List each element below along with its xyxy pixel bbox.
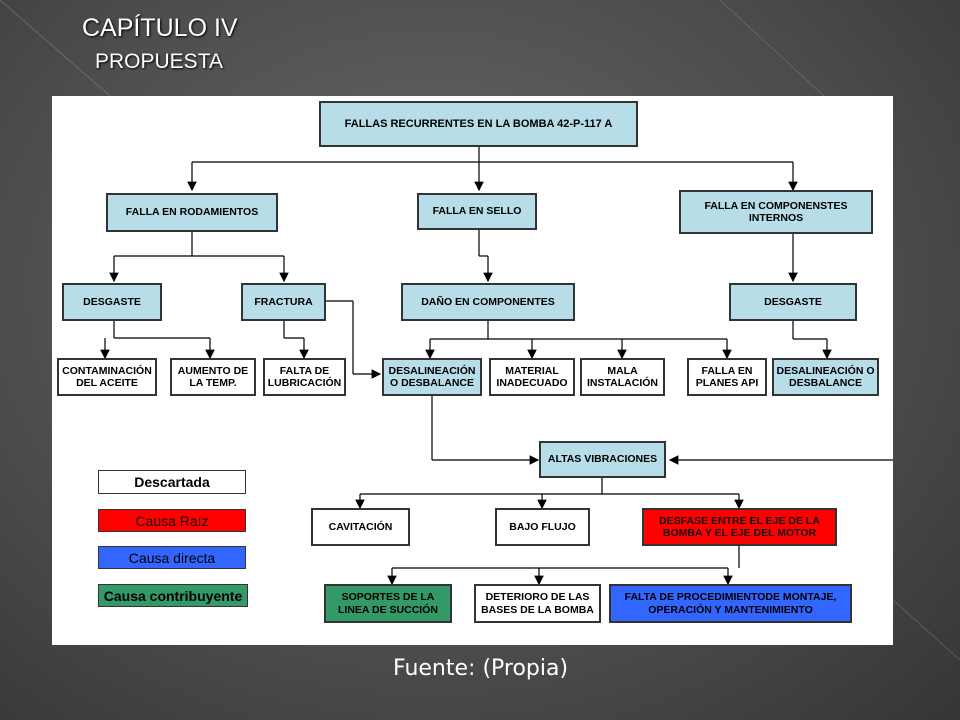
node-desalineacion-1: DESALINEACIÓN O DESBALANCE bbox=[382, 358, 482, 396]
node-bajo-flujo: BAJO FLUJO bbox=[495, 508, 590, 546]
legend-descartada: Descartada bbox=[98, 470, 246, 494]
connector-lines bbox=[100, 147, 893, 586]
legend-causa-raiz: Causa Raíz bbox=[98, 509, 246, 532]
node-fractura: FRACTURA bbox=[241, 283, 326, 321]
node-desgaste-right: DESGASTE bbox=[729, 283, 857, 321]
node-altas-vibraciones: ALTAS VIBRACIONES bbox=[539, 441, 666, 478]
node-contaminacion: CONTAMINACIÓN DEL ACEITE bbox=[57, 358, 157, 396]
node-cavitacion: CAVITACIÓN bbox=[311, 508, 410, 546]
node-deterioro: DETERIORO DE LAS BASES DE LA BOMBA bbox=[474, 584, 601, 623]
legend-causa-contribuyente: Causa contribuyente bbox=[98, 584, 248, 607]
source-caption: Fuente: (Propia) bbox=[393, 656, 569, 681]
root-node: FALLAS RECURRENTES EN LA BOMBA 42-P-117 … bbox=[319, 101, 638, 147]
node-desfase: DESFASE ENTRE EL EJE DE LA BOMBA Y EL EJ… bbox=[642, 508, 837, 546]
node-falla-rodamientos: FALLA EN RODAMIENTOS bbox=[106, 193, 278, 232]
node-mala-instalacion: MALA INSTALACIÓN bbox=[580, 358, 665, 396]
node-dano-componentes: DAÑO EN COMPONENTES bbox=[401, 283, 575, 321]
legend-causa-directa: Causa directa bbox=[98, 546, 246, 569]
node-desalineacion-2: DESALINEACIÓN O DESBALANCE bbox=[772, 358, 879, 396]
diagram-panel: FALLAS RECURRENTES EN LA BOMBA 42-P-117 … bbox=[52, 96, 893, 645]
node-falta-procedimiento: FALTA DE PROCEDIMIENTODE MONTAJE, OPERAC… bbox=[609, 584, 852, 623]
node-desgaste-left: DESGASTE bbox=[62, 283, 162, 321]
node-falla-sello: FALLA EN SELLO bbox=[417, 193, 537, 230]
node-falla-internos: FALLA EN COMPONENSTES INTERNOS bbox=[679, 190, 873, 234]
node-material-inadecuado: MATERIAL INADECUADO bbox=[489, 358, 575, 396]
slide-title: CAPÍTULO IV bbox=[82, 14, 238, 42]
node-aumento-temp: AUMENTO DE LA TEMP. bbox=[170, 358, 256, 396]
node-planes-api: FALLA EN PLANES API bbox=[687, 358, 767, 396]
node-soportes: SOPORTES DE LA LINEA DE SUCCIÓN bbox=[324, 584, 452, 623]
node-falta-lubricacion: FALTA DE LUBRICACIÓN bbox=[263, 358, 346, 396]
slide-subtitle: PROPUESTA bbox=[95, 50, 223, 73]
